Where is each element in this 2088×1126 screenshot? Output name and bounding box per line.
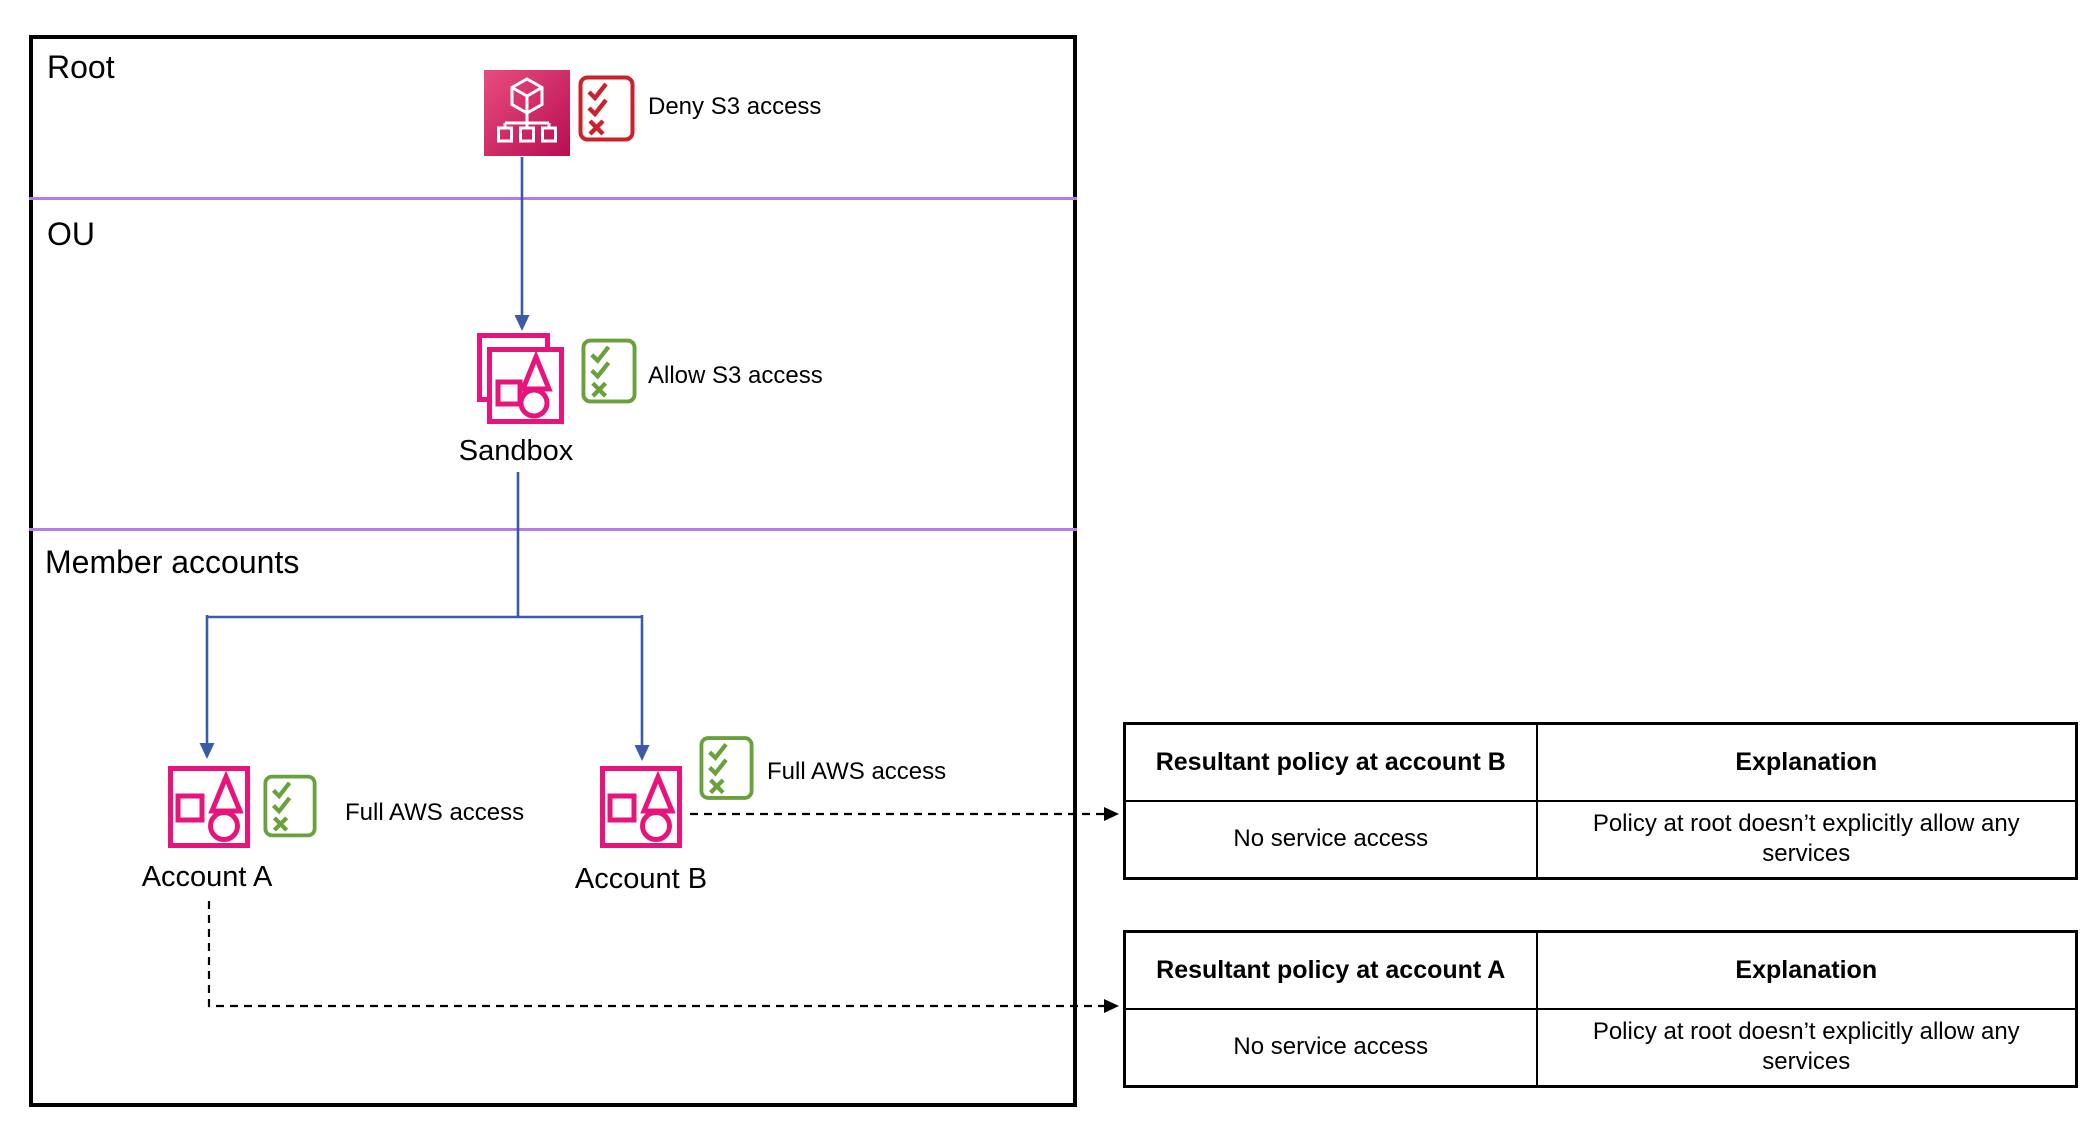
x-mark — [591, 381, 608, 398]
account-a-policy-label: Full AWS access — [345, 799, 525, 826]
deny-policy-checklist-icon — [578, 75, 635, 142]
aws-organizations-icon — [484, 70, 570, 156]
ou-member-divider — [29, 528, 1077, 531]
allow-policy-label: Allow S3 access — [648, 362, 823, 389]
deny-policy-label: Deny S3 access — [648, 93, 822, 120]
checkmark — [271, 781, 292, 800]
section-label-root: Root — [47, 49, 115, 85]
header-resultant-policy-a: Resultant policy at account A — [1123, 930, 1538, 1010]
header-explanation: Explanation — [1535, 930, 2078, 1010]
section-label-ou: OU — [47, 216, 95, 252]
explanation-text: Policy at root doesn’t explicitly allow … — [1592, 810, 2020, 868]
header-explanation: Explanation — [1535, 722, 2078, 802]
cell-resultant-policy-a: No service access — [1123, 1007, 1538, 1088]
square-glyph — [607, 793, 637, 823]
account-frame — [600, 766, 682, 848]
organizations-glyph — [497, 77, 557, 143]
explanation-text: Policy at root doesn’t explicitly allow … — [1592, 1018, 2020, 1076]
checkmark — [590, 361, 611, 380]
organization-boundary-box — [29, 35, 1077, 1107]
account-a-icon — [168, 766, 250, 848]
resultant-policy-table-account-a: Resultant policy at account A Explanatio… — [1123, 930, 2078, 1088]
header-resultant-policy-b: Resultant policy at account B — [1123, 722, 1538, 802]
x-mark — [588, 119, 605, 136]
table-row: No service access Policy at root doesn’t… — [1123, 1007, 2078, 1088]
triangle-glyph — [640, 770, 676, 814]
cell-resultant-policy-b: No service access — [1123, 799, 1538, 880]
checkmark — [708, 743, 728, 762]
checkmark — [587, 98, 608, 118]
cell-explanation-b: Policy at root doesn’t explicitly allow … — [1535, 799, 2078, 880]
dashed-arrowhead-table-a — [1104, 999, 1119, 1013]
circle-glyph — [640, 810, 672, 842]
account-b-policy-label: Full AWS access — [767, 758, 947, 785]
account-b-icon — [600, 766, 682, 848]
sandbox-ou-icon — [477, 333, 564, 424]
checkmark — [590, 345, 611, 364]
square-glyph — [495, 379, 523, 407]
checkmark — [271, 796, 292, 815]
account-b-label: Account B — [574, 863, 708, 895]
table-row: No service access Policy at root doesn’t… — [1123, 799, 2078, 880]
table-header-row: Resultant policy at account B Explanatio… — [1123, 722, 2078, 802]
x-mark — [272, 816, 289, 832]
checkmark — [708, 758, 728, 777]
dashed-arrowhead-table-b — [1104, 807, 1119, 821]
triangle-glyph — [208, 770, 244, 814]
allow-policy-checklist-icon — [581, 338, 637, 404]
square-glyph — [175, 793, 205, 823]
account-a-label: Account A — [141, 861, 273, 893]
resultant-policy-table-account-b: Resultant policy at account B Explanatio… — [1123, 722, 2078, 880]
account-b-policy-icon — [699, 736, 754, 800]
checkmark — [587, 82, 608, 102]
account-frame — [168, 766, 250, 848]
table-header-row: Resultant policy at account A Explanatio… — [1123, 930, 2078, 1010]
account-a-policy-icon — [263, 774, 317, 838]
section-label-member-accounts: Member accounts — [45, 544, 300, 580]
root-ou-divider — [29, 197, 1077, 200]
cell-explanation-a: Policy at root doesn’t explicitly allow … — [1535, 1007, 2078, 1088]
circle-glyph — [518, 387, 550, 419]
sandbox-ou-label: Sandbox — [458, 435, 574, 467]
x-mark — [709, 778, 725, 795]
circle-glyph — [208, 810, 240, 842]
